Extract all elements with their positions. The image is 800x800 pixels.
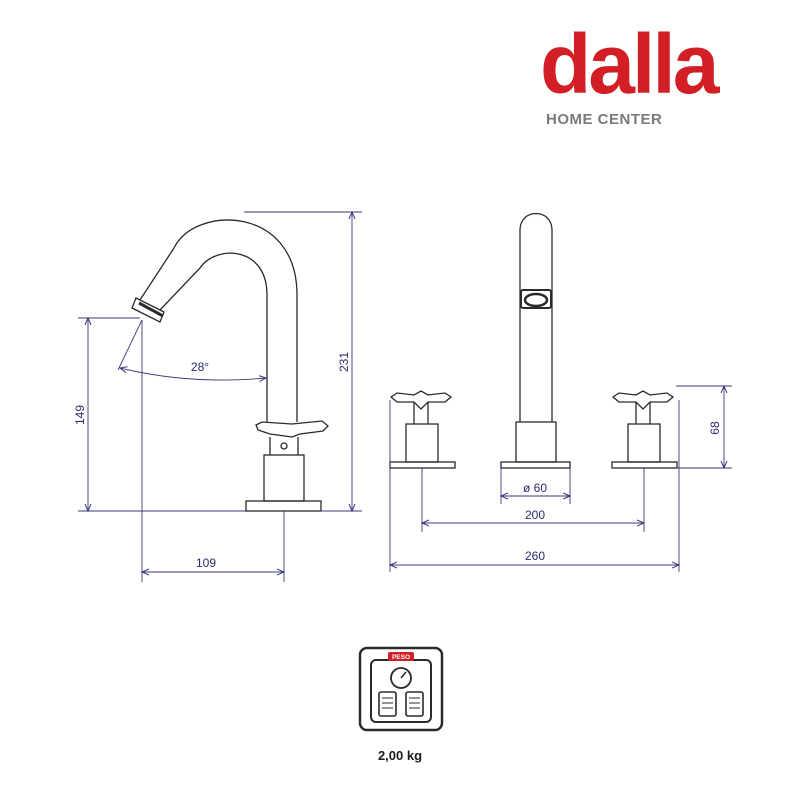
side-lower-body xyxy=(263,454,305,502)
label-spout-diameter: ø 60 xyxy=(523,481,547,495)
label-handle-height: 68 xyxy=(708,421,722,435)
side-view-faucet xyxy=(131,219,329,512)
label-reach: 109 xyxy=(196,556,216,570)
front-right-handle xyxy=(611,390,678,469)
label-overall-width: 260 xyxy=(525,549,545,563)
side-view-dimensions xyxy=(78,212,362,582)
label-center-distance: 200 xyxy=(525,508,545,522)
label-spout-height: 149 xyxy=(73,405,87,425)
side-aerator xyxy=(131,297,165,323)
weight-scale-icon: PESO xyxy=(358,646,444,732)
weight-icon-label: PESO xyxy=(392,654,410,661)
side-spout-outer xyxy=(139,219,298,422)
side-base-plate xyxy=(245,500,322,512)
side-spout-inner xyxy=(159,252,268,422)
side-handle xyxy=(255,420,329,438)
brand-logo: dalla HOME CENTER xyxy=(540,22,770,140)
brand-name: dalla xyxy=(540,17,719,111)
front-center-spout xyxy=(500,213,571,469)
label-angle: 28° xyxy=(191,360,209,374)
front-view-dimensions xyxy=(390,386,732,572)
front-view-faucet xyxy=(389,213,678,469)
side-handle-screw xyxy=(280,442,288,450)
brand-tagline: HOME CENTER xyxy=(546,111,663,128)
front-left-handle xyxy=(389,390,456,469)
label-total-height: 231 xyxy=(337,352,351,372)
dimension-arc-angle xyxy=(120,368,266,380)
weight-value: 2,00 kg xyxy=(377,748,423,763)
